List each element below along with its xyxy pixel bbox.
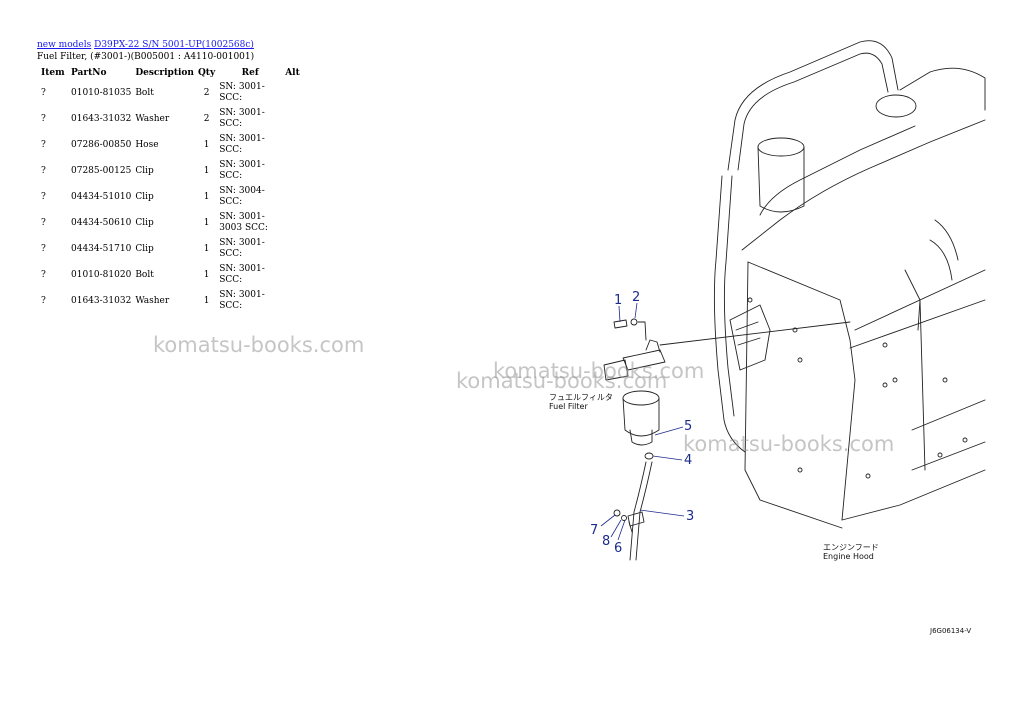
- cell-qty: 1: [203, 166, 210, 176]
- callout-leaders: [600, 302, 685, 541]
- cell-ref: SN: 3001-SCC:: [219, 134, 265, 155]
- table-row: ? 07285-00125 Clip 1 SN: 3001-SCC:: [37, 158, 307, 184]
- cell-item: ?: [41, 166, 46, 176]
- table-header-row: Item PartNo Description Qty Ref Alt: [37, 66, 307, 80]
- cell-partno: 04434-51710: [71, 244, 132, 254]
- watermark: komatsu-books.com: [493, 359, 705, 383]
- drawing-code: J6G06134-V: [929, 627, 971, 635]
- breadcrumb: new models D39PX-22 S/N 5001-UP(1002568c…: [37, 40, 254, 50]
- cell-partno: 07285-00125: [71, 166, 132, 176]
- cell-description: Bolt: [135, 270, 154, 280]
- cell-item: ?: [41, 270, 46, 280]
- callout-2: 2: [632, 290, 640, 305]
- cell-ref: SN: 3001-SCC:: [219, 264, 265, 285]
- cell-qty: 1: [203, 218, 210, 228]
- callout-5: 5: [684, 419, 692, 434]
- cell-item: ?: [41, 140, 46, 150]
- breadcrumb-link-new-models[interactable]: new models: [37, 40, 92, 50]
- label-engine-hood-en: Engine Hood: [823, 552, 874, 561]
- cell-ref: SN: 3004-SCC:: [219, 186, 265, 207]
- table-row: ? 04434-51710 Clip 1 SN: 3001-SCC:: [37, 236, 307, 262]
- cell-item: ?: [41, 244, 46, 254]
- cell-description: Bolt: [135, 88, 154, 98]
- cell-partno: 01643-31032: [71, 296, 132, 306]
- cell-description: Washer: [135, 296, 170, 306]
- cell-ref: SN: 3001-SCC:: [219, 238, 265, 259]
- cell-ref: SN: 3001-SCC:: [219, 82, 265, 103]
- watermark: komatsu-books.com: [683, 432, 895, 456]
- cell-qty: 1: [203, 244, 210, 254]
- cell-item: ?: [41, 296, 46, 306]
- table-row: ? 04434-50610 Clip 1 SN: 3001-3003 SCC:: [37, 210, 307, 236]
- cell-ref: SN: 3001-SCC:: [219, 108, 265, 129]
- cell-partno: 04434-51010: [71, 192, 132, 202]
- cell-item: ?: [41, 218, 46, 228]
- cell-qty: 1: [203, 296, 210, 306]
- cell-qty: 1: [203, 140, 210, 150]
- breadcrumb-link-model[interactable]: D39PX-22 S/N 5001-UP(1002568c): [94, 40, 254, 50]
- callout-7: 7: [590, 523, 598, 538]
- table-row: ? 07286-00850 Hose 1 SN: 3001-SCC:: [37, 132, 307, 158]
- col-header-description: Description: [135, 68, 194, 78]
- cell-qty: 1: [203, 192, 210, 202]
- table-row: ? 01643-31032 Washer 1 SN: 3001-SCC:: [37, 288, 307, 314]
- cell-qty: 2: [203, 114, 210, 124]
- label-fuel-filter-en: Fuel Filter: [549, 402, 588, 411]
- cell-partno: 01010-81035: [71, 88, 132, 98]
- col-header-qty: Qty: [197, 68, 216, 78]
- cell-description: Clip: [135, 166, 154, 176]
- cell-partno: 04434-50610: [71, 218, 132, 228]
- parts-table: Item PartNo Description Qty Ref Alt ? 01…: [37, 66, 307, 314]
- cell-item: ?: [41, 192, 46, 202]
- col-header-alt: Alt: [285, 68, 300, 78]
- table-row: ? 04434-51010 Clip 1 SN: 3004-SCC:: [37, 184, 307, 210]
- watermark: komatsu-books.com: [456, 369, 668, 393]
- col-header-item: Item: [41, 68, 65, 78]
- cell-partno: 01010-81020: [71, 270, 132, 280]
- callout-6: 6: [614, 541, 622, 556]
- cell-partno: 07286-00850: [71, 140, 132, 150]
- cell-description: Clip: [135, 244, 154, 254]
- col-header-ref: Ref: [241, 68, 259, 78]
- cell-item: ?: [41, 88, 46, 98]
- cell-item: ?: [41, 114, 46, 124]
- label-fuel-filter-jp: フュエルフィルタ: [549, 393, 613, 402]
- watermark: komatsu-books.com: [153, 333, 365, 357]
- cell-description: Hose: [135, 140, 159, 150]
- label-engine-hood-jp: エンジンフード: [823, 543, 879, 552]
- callout-3: 3: [686, 509, 694, 524]
- callout-8: 8: [602, 534, 610, 549]
- cell-ref: SN: 3001-3003 SCC:: [219, 212, 268, 233]
- page-subtitle: Fuel Filter, (#3001-)(B005001 : A4110-00…: [37, 52, 255, 62]
- col-header-partno: PartNo: [71, 68, 107, 78]
- cell-description: Clip: [135, 192, 154, 202]
- table-row: ? 01010-81020 Bolt 1 SN: 3001-SCC:: [37, 262, 307, 288]
- table-row: ? 01643-31032 Washer 2 SN: 3001-SCC:: [37, 106, 307, 132]
- cell-qty: 2: [203, 88, 210, 98]
- callout-4: 4: [684, 453, 692, 468]
- engine-hood-drawing: [603, 40, 986, 561]
- cell-description: Washer: [135, 114, 170, 124]
- table-row: ? 01010-81035 Bolt 2 SN: 3001-SCC:: [37, 80, 307, 106]
- cell-qty: 1: [203, 270, 210, 280]
- callout-1: 1: [614, 293, 622, 308]
- cell-ref: SN: 3001-SCC:: [219, 160, 265, 181]
- cell-partno: 01643-31032: [71, 114, 132, 124]
- cell-ref: SN: 3001-SCC:: [219, 290, 265, 311]
- cell-description: Clip: [135, 218, 154, 228]
